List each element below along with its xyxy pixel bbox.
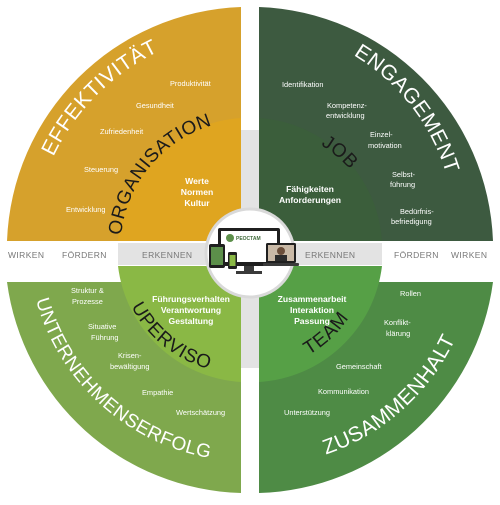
item-konflikt-1: Konflikt-: [384, 318, 411, 327]
center-logo-text: PEOCTAM: [236, 236, 261, 242]
item-wertschaetzung: Wertschätzung: [176, 408, 225, 417]
phone-screen: [229, 255, 236, 266]
core-supervisor-2: Verantwortung: [161, 305, 221, 315]
mid-segment-team: [259, 266, 382, 382]
core-organisation-1: Werte: [185, 176, 209, 186]
item-zufriedenheit: Zufriedenheit: [100, 127, 143, 136]
center-devices-illustration: PEOCTAM: [209, 228, 299, 274]
gap-label-erkennen-left: ERKENNEN: [142, 250, 192, 260]
gap-band-top: [240, 130, 260, 230]
core-organisation-2: Normen: [181, 187, 213, 197]
item-situative-1: Situative: [88, 322, 116, 331]
core-organisation-3: Kultur: [184, 198, 210, 208]
monitor-base: [236, 271, 262, 274]
gap-label-wirken-left: WIRKEN: [8, 250, 44, 260]
item-produktivitaet: Produktivität: [170, 79, 211, 88]
gap-label-wirken-right: WIRKEN: [451, 250, 487, 260]
item-empathie: Empathie: [142, 388, 173, 397]
item-selbst-2: führung: [390, 180, 415, 189]
item-steuerung: Steuerung: [84, 165, 118, 174]
item-identifikation: Identifikation: [282, 80, 324, 89]
item-einzel-1: Einzel-: [370, 130, 393, 139]
core-supervisor-1: Führungsverhalten: [152, 294, 230, 304]
core-team-2: Interaktion: [290, 305, 334, 315]
gap-band-right: [286, 243, 382, 265]
item-gesundheit: Gesundheit: [136, 101, 174, 110]
item-selbst-1: Selbst-: [392, 170, 416, 179]
item-einzel-2: motivation: [368, 141, 402, 150]
monitor-stand: [244, 266, 254, 272]
item-unterstuetzung: Unterstützung: [284, 408, 330, 417]
core-job-2: Anforderungen: [279, 195, 341, 205]
gap-label-foerdern-right: FÖRDERN: [394, 250, 439, 260]
item-kompetenz-2: entwicklung: [326, 111, 365, 120]
core-supervisor-3: Gestaltung: [169, 316, 214, 326]
item-struktur-1: Struktur &: [71, 286, 104, 295]
mid-segment-supervisor: [118, 266, 241, 382]
logo-leaf-icon: [226, 234, 234, 242]
core-job-1: Fähigkeiten: [286, 184, 334, 194]
outer-segment-engagement: [259, 7, 493, 241]
person-photo-icon: [277, 247, 285, 255]
item-entwicklung: Entwicklung: [66, 205, 105, 214]
item-konflikt-2: klärung: [386, 329, 410, 338]
mid-segment-job: [259, 118, 382, 241]
outer-segment-zusammenhalt: [259, 282, 493, 493]
laptop-base: [263, 263, 299, 266]
item-krisen-1: Krisen-: [118, 351, 142, 360]
person-body-icon: [275, 255, 287, 261]
item-rollen: Rollen: [400, 289, 421, 298]
core-team-3: Passung: [294, 316, 330, 326]
outer-segment-effektivitaet: [7, 7, 241, 241]
item-gemeinschaft: Gemeinschaft: [336, 362, 382, 371]
gap-label-erkennen-right: ERKENNEN: [305, 250, 355, 260]
item-krisen-2: bewältigung: [110, 362, 149, 371]
item-situative-2: Führung: [91, 333, 119, 342]
item-kompetenz-1: Kompetenz-: [327, 101, 367, 110]
tablet-screen: [211, 247, 223, 265]
gap-band-left: [118, 243, 214, 265]
mid-segment-organisation: [118, 118, 241, 241]
item-kommunikation: Kommunikation: [318, 387, 369, 396]
item-beduerfnis-2: befriedigung: [391, 217, 432, 226]
item-struktur-2: Prozesse: [72, 297, 103, 306]
outer-segment-unternehmenserfolg: [7, 282, 241, 493]
core-team-1: Zusammenarbeit: [278, 294, 347, 304]
gap-label-foerdern-left: FÖRDERN: [62, 250, 107, 260]
item-beduerfnis-1: Bedürfnis-: [400, 207, 434, 216]
